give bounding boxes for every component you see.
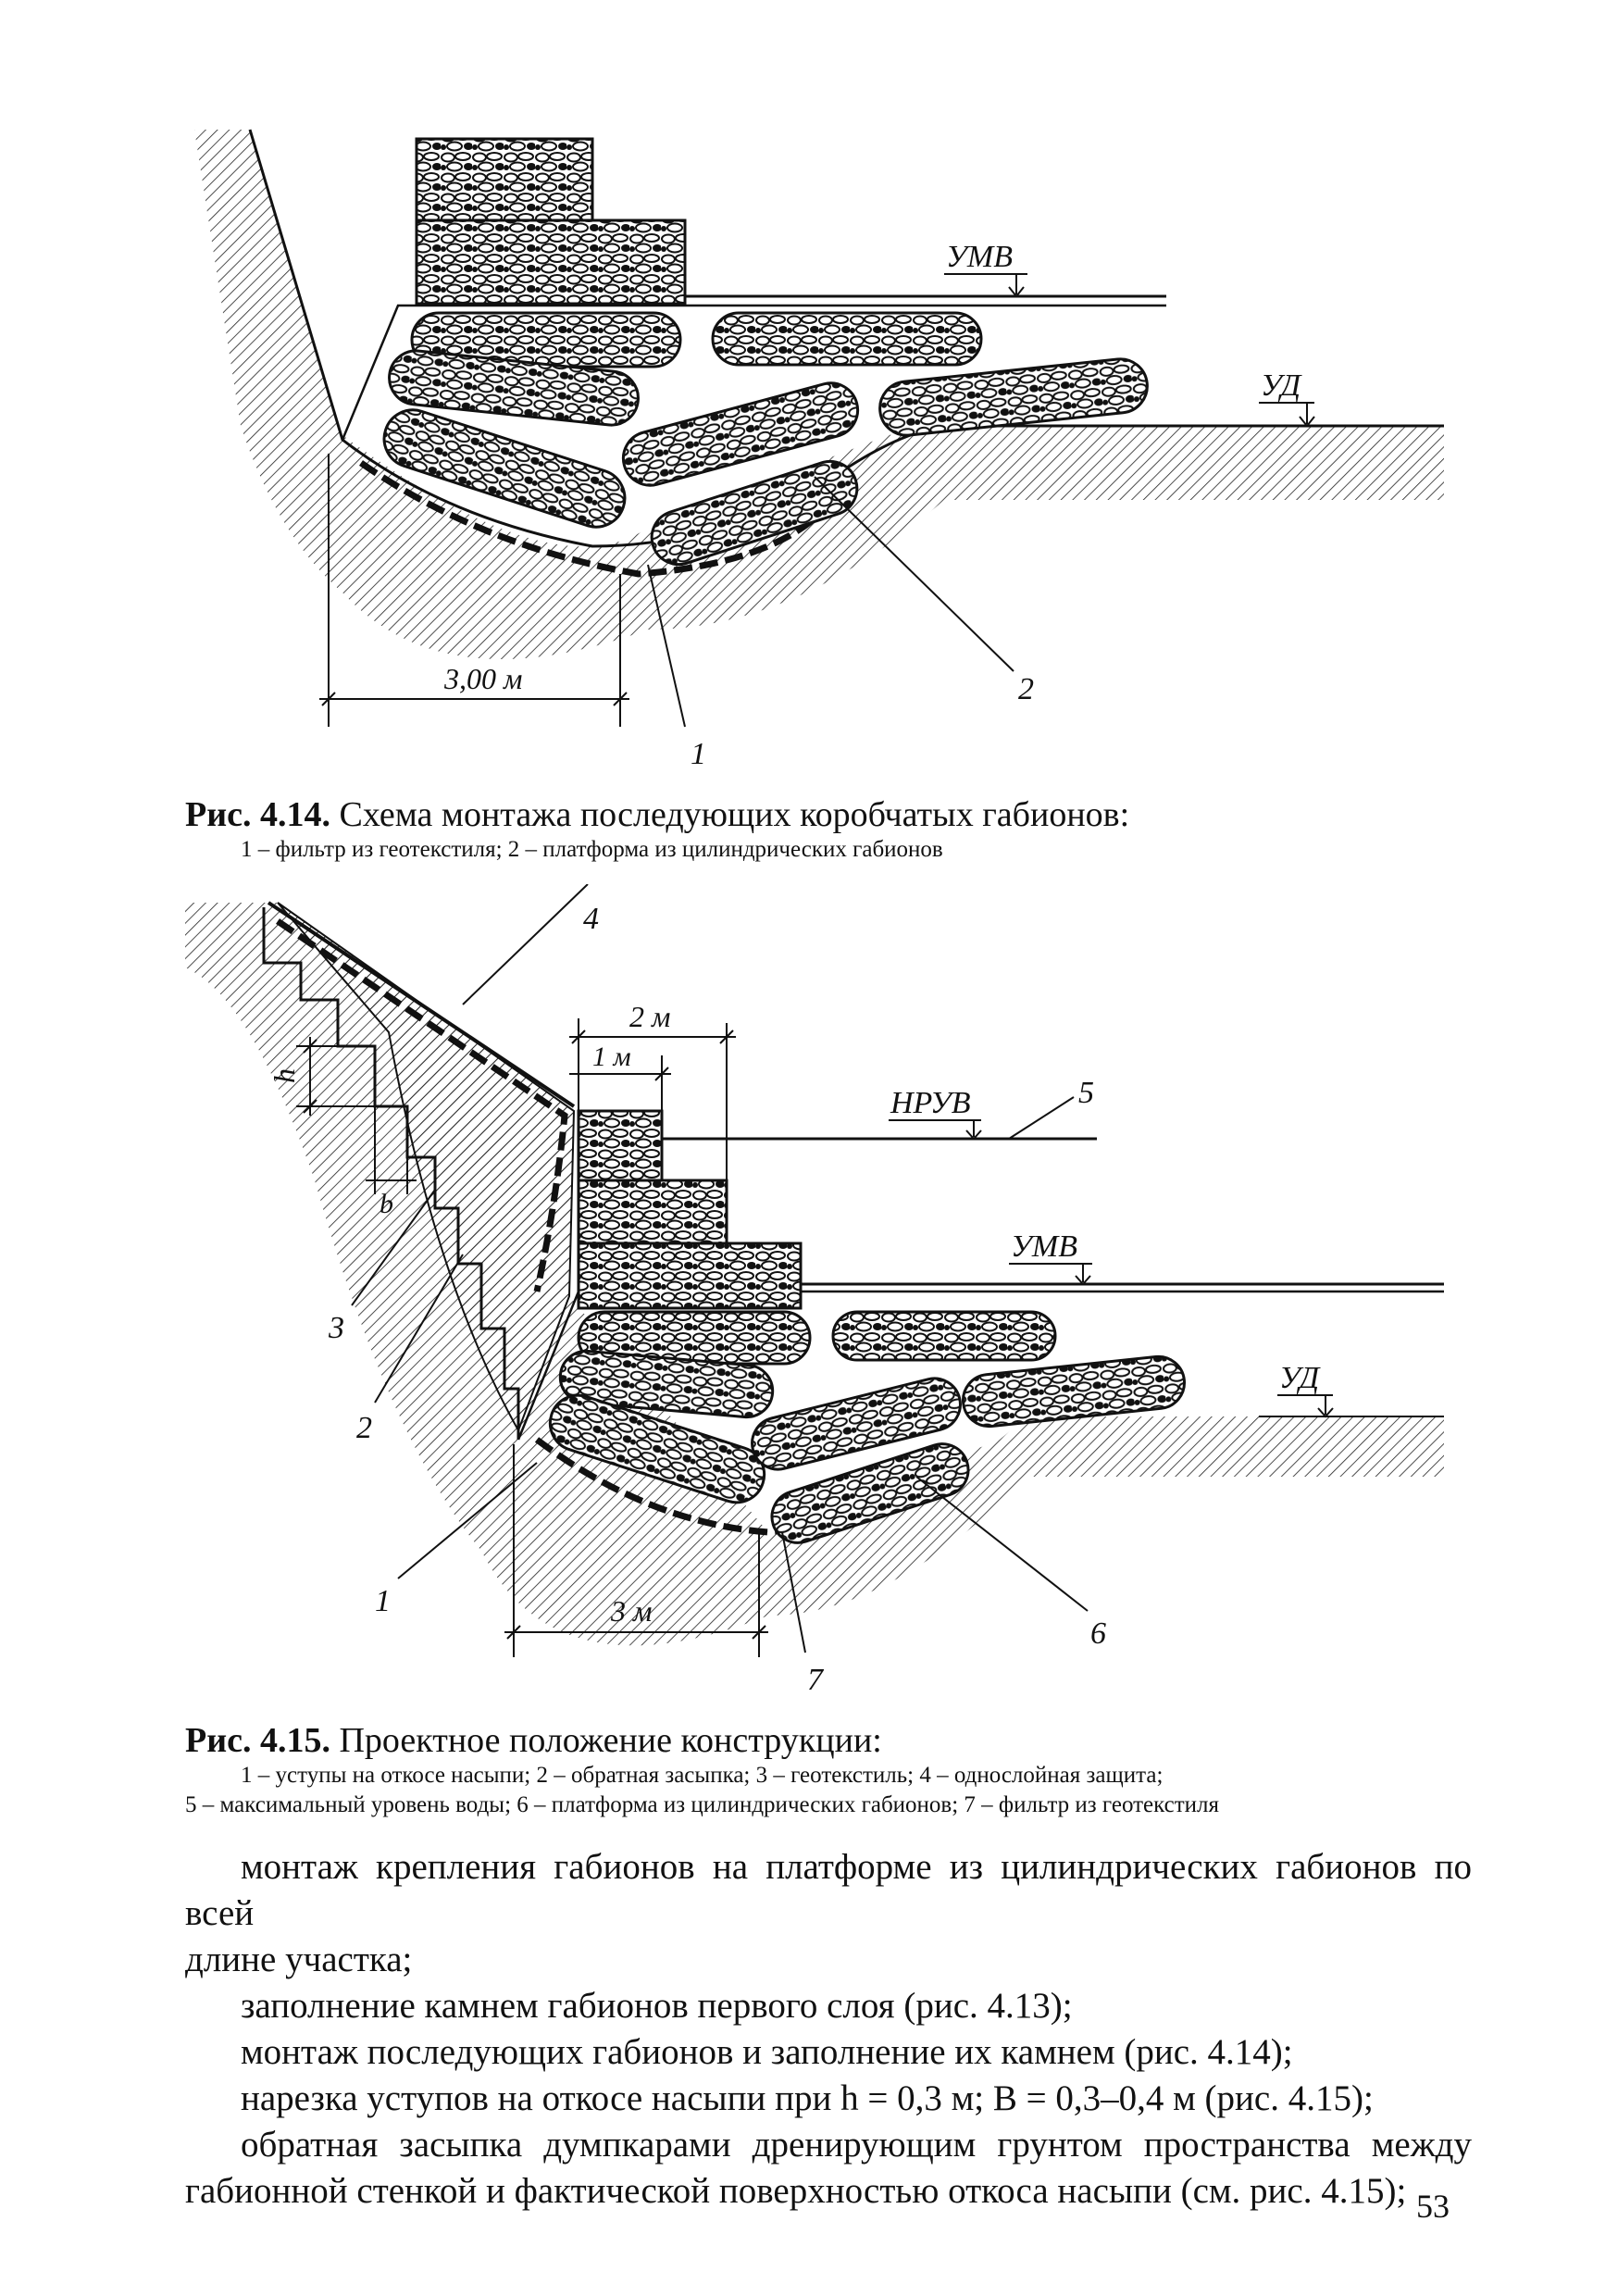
- cylinder-gabion: [621, 381, 860, 487]
- umv-marker: УМВ: [1009, 1229, 1092, 1286]
- caption-4-15-title: Рис. 4.15. Проектное положение конструкц…: [185, 1720, 1472, 1761]
- dim-2m-label: 2 м: [629, 1000, 670, 1033]
- leader-1: [647, 564, 686, 728]
- ud-marker: УД: [1259, 368, 1315, 428]
- page-number: 53: [1416, 2188, 1450, 2225]
- dimension-label: 3,00 м: [443, 662, 522, 695]
- legend-line-2: 5 – максимальный уровень воды; 6 – платф…: [185, 1792, 1220, 1817]
- leader-6: [915, 1476, 1089, 1612]
- callout-3: 3: [328, 1311, 344, 1345]
- caption-4-15-number: Рис. 4.15.: [185, 1721, 330, 1760]
- dimension-1m: 1 м: [569, 1042, 671, 1111]
- caption-4-14-number: Рис. 4.14.: [185, 795, 330, 834]
- cylinder-gabion: [711, 311, 983, 367]
- caption-4-15-legend: 1 – уступы на откосе насыпи; 2 – обратна…: [185, 1761, 1472, 1820]
- leader-7: [781, 1531, 806, 1653]
- callout-4: 4: [583, 902, 599, 936]
- slope-steps: [262, 907, 520, 1440]
- cylinder-gabion: [650, 459, 859, 567]
- ud-label: УД: [1279, 1361, 1322, 1395]
- umv-label: УМВ: [1011, 1229, 1077, 1264]
- figure-4-15-drawing: НРУВ УМВ УД 2 м 1 м h: [185, 884, 1444, 1697]
- caption-4-14-text: Схема монтажа последующих коробчатых габ…: [339, 795, 1130, 834]
- callout-2: 2: [1018, 672, 1034, 706]
- box-gabion-middle: [577, 1179, 728, 1245]
- callout-2: 2: [356, 1411, 372, 1445]
- callout-5: 5: [1078, 1076, 1094, 1110]
- caption-4-14-legend: 1 – фильтр из геотекстиля; 2 – платформа…: [241, 837, 943, 862]
- h-label: h: [268, 1068, 301, 1083]
- nruv-marker: НРУВ: [889, 1086, 982, 1141]
- legend-line-1: 1 – уступы на откосе насыпи; 2 – обратна…: [241, 1763, 1164, 1788]
- callout-1: 1: [375, 1584, 391, 1618]
- box-gabion-bottom: [577, 1242, 803, 1310]
- cylinder-gabion: [878, 357, 1149, 437]
- cylinder-gabion: [770, 1442, 970, 1544]
- body-text: монтаж крепления габионов на платформе и…: [185, 1844, 1472, 2215]
- cylinder-gabion: [558, 1349, 775, 1419]
- leader-1: [397, 1462, 538, 1579]
- box-gabion-upper: [415, 137, 594, 222]
- callout-6: 6: [1090, 1616, 1106, 1651]
- nruv-label: НРУВ: [890, 1086, 971, 1120]
- callout-1: 1: [691, 737, 706, 771]
- cylinder-gabion: [831, 1310, 1057, 1362]
- figure-4-15: НРУВ УМВ УД 2 м 1 м h: [0, 884, 1618, 1708]
- dim-3m-label: 3 м: [610, 1594, 652, 1628]
- caption-4-14-title: Рис. 4.14. Схема монтажа последующих кор…: [185, 794, 1472, 835]
- figure-4-14-drawing: УМВ УД 3,00 м 1 2: [194, 129, 1444, 771]
- cylinder-gabion: [962, 1354, 1186, 1429]
- box-gabion-lower: [415, 218, 687, 306]
- dimension-3m: 3,00 м: [319, 454, 629, 727]
- cylinder-gabion: [382, 408, 627, 529]
- cylinder-gabion: [388, 349, 640, 427]
- dimension-2m: 2 м: [569, 1000, 736, 1180]
- ud-marker: УД: [1277, 1361, 1334, 1418]
- leader-2: [814, 476, 1014, 672]
- caption-4-14: Рис. 4.14. Схема монтажа последующих кор…: [185, 794, 1472, 865]
- leader-3: [351, 1189, 436, 1306]
- dimension-b: b: [366, 1106, 417, 1219]
- caption-4-15-text: Проектное положение конструкции:: [339, 1721, 882, 1760]
- excavation-outline: [341, 304, 1166, 441]
- soil-ground: [194, 130, 1444, 659]
- figure-4-14: УМВ УД 3,00 м 1 2: [0, 111, 1618, 778]
- single-layer-protection: [267, 901, 576, 1108]
- caption-4-15: Рис. 4.15. Проектное положение конструкц…: [185, 1720, 1472, 1820]
- paragraph-1-cont: длине участка;: [185, 1940, 413, 1979]
- leader-4: [462, 884, 589, 1005]
- dimension-h: h: [268, 1037, 407, 1116]
- ud-label: УД: [1261, 368, 1303, 403]
- leader-2: [374, 1254, 464, 1404]
- umv-marker: УМВ: [944, 240, 1027, 298]
- cylinder-gabion: [548, 1393, 766, 1504]
- paragraph-5: обратная засыпка думпкарами дренирующим …: [185, 2125, 1472, 2211]
- cylinder-gabion: [751, 1377, 962, 1471]
- leader-5: [1008, 1096, 1075, 1140]
- dimension-3m: 3 м: [504, 1444, 768, 1657]
- callout-7: 7: [807, 1663, 825, 1697]
- dim-1m-label: 1 м: [592, 1042, 631, 1072]
- paragraph-2: заполнение камнем габионов первого слоя …: [241, 1986, 1073, 2026]
- paragraph-1: монтаж крепления габионов на платформе и…: [185, 1847, 1472, 1933]
- umv-label: УМВ: [946, 240, 1013, 274]
- box-gabion-top: [577, 1109, 664, 1182]
- paragraph-3: монтаж последующих габионов и заполнение…: [241, 2032, 1293, 2072]
- geotextile-filter: [359, 460, 817, 578]
- b-label: b: [380, 1189, 393, 1219]
- geotextile-upper: [276, 918, 568, 1292]
- paragraph-4: нарезка уступов на откосе насыпи при h =…: [241, 2078, 1374, 2118]
